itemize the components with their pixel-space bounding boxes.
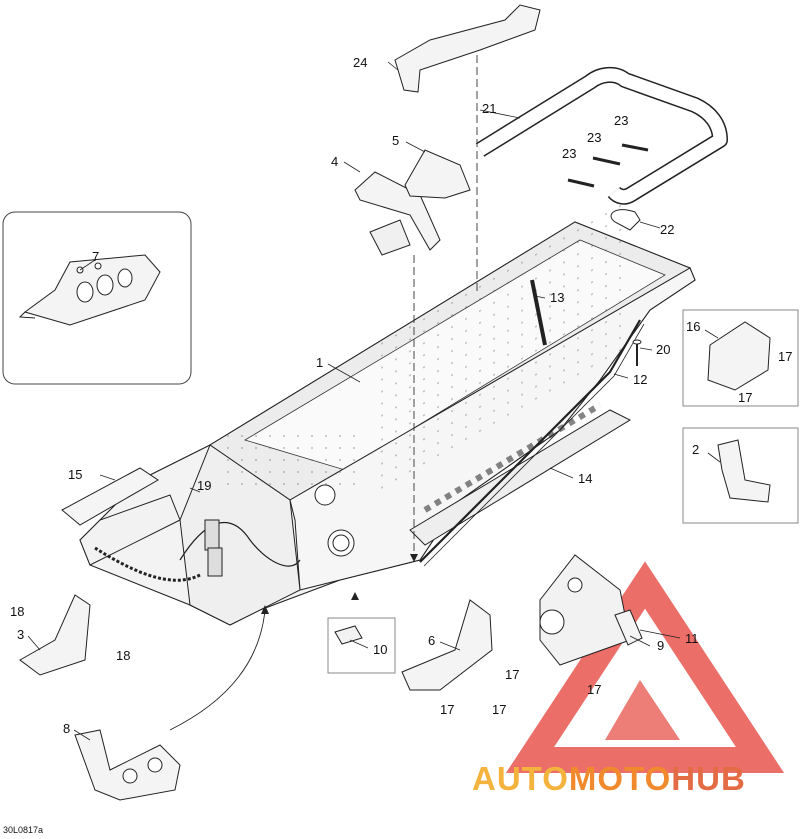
callout-17b: 17 [738,390,753,405]
callout-22: 22 [660,222,675,237]
callout-17e: 17 [440,702,455,717]
leader-lines [27,61,721,741]
callout-24: 24 [353,55,368,70]
callout-2: 2 [692,442,700,457]
callout-23c: 23 [562,146,577,161]
watermark-part1: AUTO [472,760,569,797]
callout-13: 13 [550,290,565,305]
watermark-text: AUTOMOTOHUB [472,760,746,798]
callout-9: 9 [657,638,665,653]
callout-17c: 17 [505,667,520,682]
callout-5: 5 [392,133,400,148]
plate-5 [404,149,471,199]
bolts-23 [567,143,649,188]
inset-box-7 [2,211,192,385]
bracket-6 [401,599,493,691]
callout-6: 6 [428,633,436,648]
bracket-11 [614,609,643,646]
bracket-24 [394,4,541,93]
callout-14: 14 [578,471,593,486]
callout-17f: 17 [492,702,507,717]
callout-18b: 18 [116,648,131,663]
callout-10: 10 [373,642,388,657]
callout-17a: 17 [778,349,793,364]
callout-7: 7 [92,249,100,264]
callout-16: 16 [686,319,701,334]
watermark-part2: MOTO [568,760,672,797]
inset-box-2 [682,427,799,524]
watermark-logo [505,561,785,773]
callout-11: 11 [685,631,699,646]
callout-23b: 23 [587,130,602,145]
main-frame [61,196,696,626]
bracket-4 [354,171,441,251]
callout-20: 20 [656,342,671,357]
guard-plate [369,219,411,256]
callout-3: 3 [17,627,25,642]
callout-17d: 17 [587,682,602,697]
callout-19: 19 [197,478,212,493]
leader-arrow [169,609,266,731]
grab-handle-21 [475,67,728,205]
inset-box-10 [327,617,396,674]
callout-23a: 23 [614,113,629,128]
callout-12: 12 [633,372,648,387]
figure-code: 30L0817a [3,825,44,835]
callout-18a: 18 [10,604,25,619]
callout-4: 4 [331,154,339,169]
clip-22 [610,209,641,231]
callout-1: 1 [316,355,324,370]
watermark-part3: HUB [671,760,746,797]
bracket-8 [74,729,181,801]
inset-box-16 [682,309,799,407]
callout-21: 21 [482,101,497,116]
callout-8: 8 [63,721,71,736]
callout-15: 15 [68,467,83,482]
bracket-3 [19,594,91,676]
